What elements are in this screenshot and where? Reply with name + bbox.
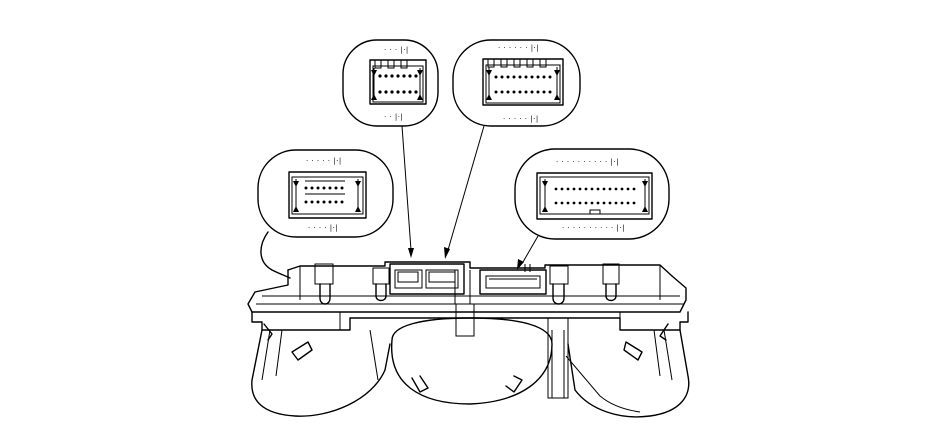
arrowhead — [408, 248, 414, 258]
connector-label-bottom: · · · · |·| — [308, 224, 338, 232]
connector-callout-right: · · · · · · · · · · |·| · · · · · · · · … — [514, 148, 670, 240]
terminal-row — [494, 75, 552, 94]
connector-label-top: · · · · · |·| — [306, 157, 342, 165]
connector-label-bottom: · · · · · |·| — [503, 115, 539, 123]
connector-callout-upper-right: · · · · · · |·| · · · · · |·| — [452, 39, 581, 127]
gauge-pod-center — [391, 317, 553, 405]
gauge-pod-right — [567, 329, 690, 418]
gauge-pod-left — [251, 329, 391, 417]
connector-label-top: · · · · · · |·| — [498, 44, 539, 52]
terminal-row — [554, 187, 636, 205]
connector-label-bottom: · · · · · · · · · · |·| — [562, 224, 625, 232]
connector-label-top: · · · |·| — [384, 46, 409, 54]
cluster-socket-right — [479, 269, 547, 295]
cluster-socket-left — [389, 263, 465, 295]
terminal-row — [304, 186, 344, 204]
arrowhead — [517, 259, 524, 270]
instrument-cluster-body — [247, 261, 690, 418]
arrowhead — [444, 247, 450, 259]
leader-arrows — [401, 125, 539, 270]
connector-label-top: · · · · · · · · · · |·| — [556, 158, 619, 166]
connector-callout-upper-left: · · · |·| · · |·| — [342, 39, 439, 127]
connector-callout-left: · · · · · |·| · · · · |·| — [257, 149, 394, 279]
terminal-row — [378, 74, 418, 94]
connector-label-bottom: · · |·| — [384, 113, 403, 121]
